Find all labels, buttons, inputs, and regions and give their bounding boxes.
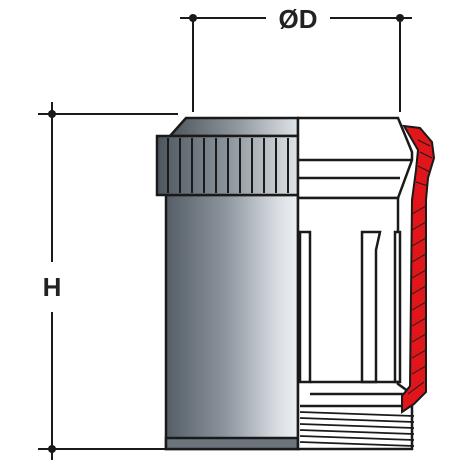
red-seal-outer <box>401 124 436 414</box>
body-base-rim <box>164 436 300 451</box>
height-dot-top <box>48 110 56 118</box>
diameter-dot-left <box>189 14 197 22</box>
cap-section <box>296 116 414 200</box>
red-seal-insert <box>401 124 436 414</box>
height-label: H <box>43 272 62 302</box>
height-dot-bottom <box>48 445 56 453</box>
body-cylinder <box>164 193 300 451</box>
diameter-dot-right <box>396 14 404 22</box>
clamp-finger-right <box>393 230 402 384</box>
red-seal-hatching <box>407 139 433 395</box>
diameter-label: ØD <box>279 4 318 34</box>
clamp-finger-middle <box>360 230 382 384</box>
cap-top-bevel <box>167 116 300 138</box>
base-thread <box>299 411 415 447</box>
knurl-ridges <box>167 138 289 193</box>
gland-section-view <box>296 116 414 451</box>
height-dimension <box>38 102 178 460</box>
clamp-finger-left <box>298 230 312 384</box>
gland-body-exterior <box>155 116 300 451</box>
